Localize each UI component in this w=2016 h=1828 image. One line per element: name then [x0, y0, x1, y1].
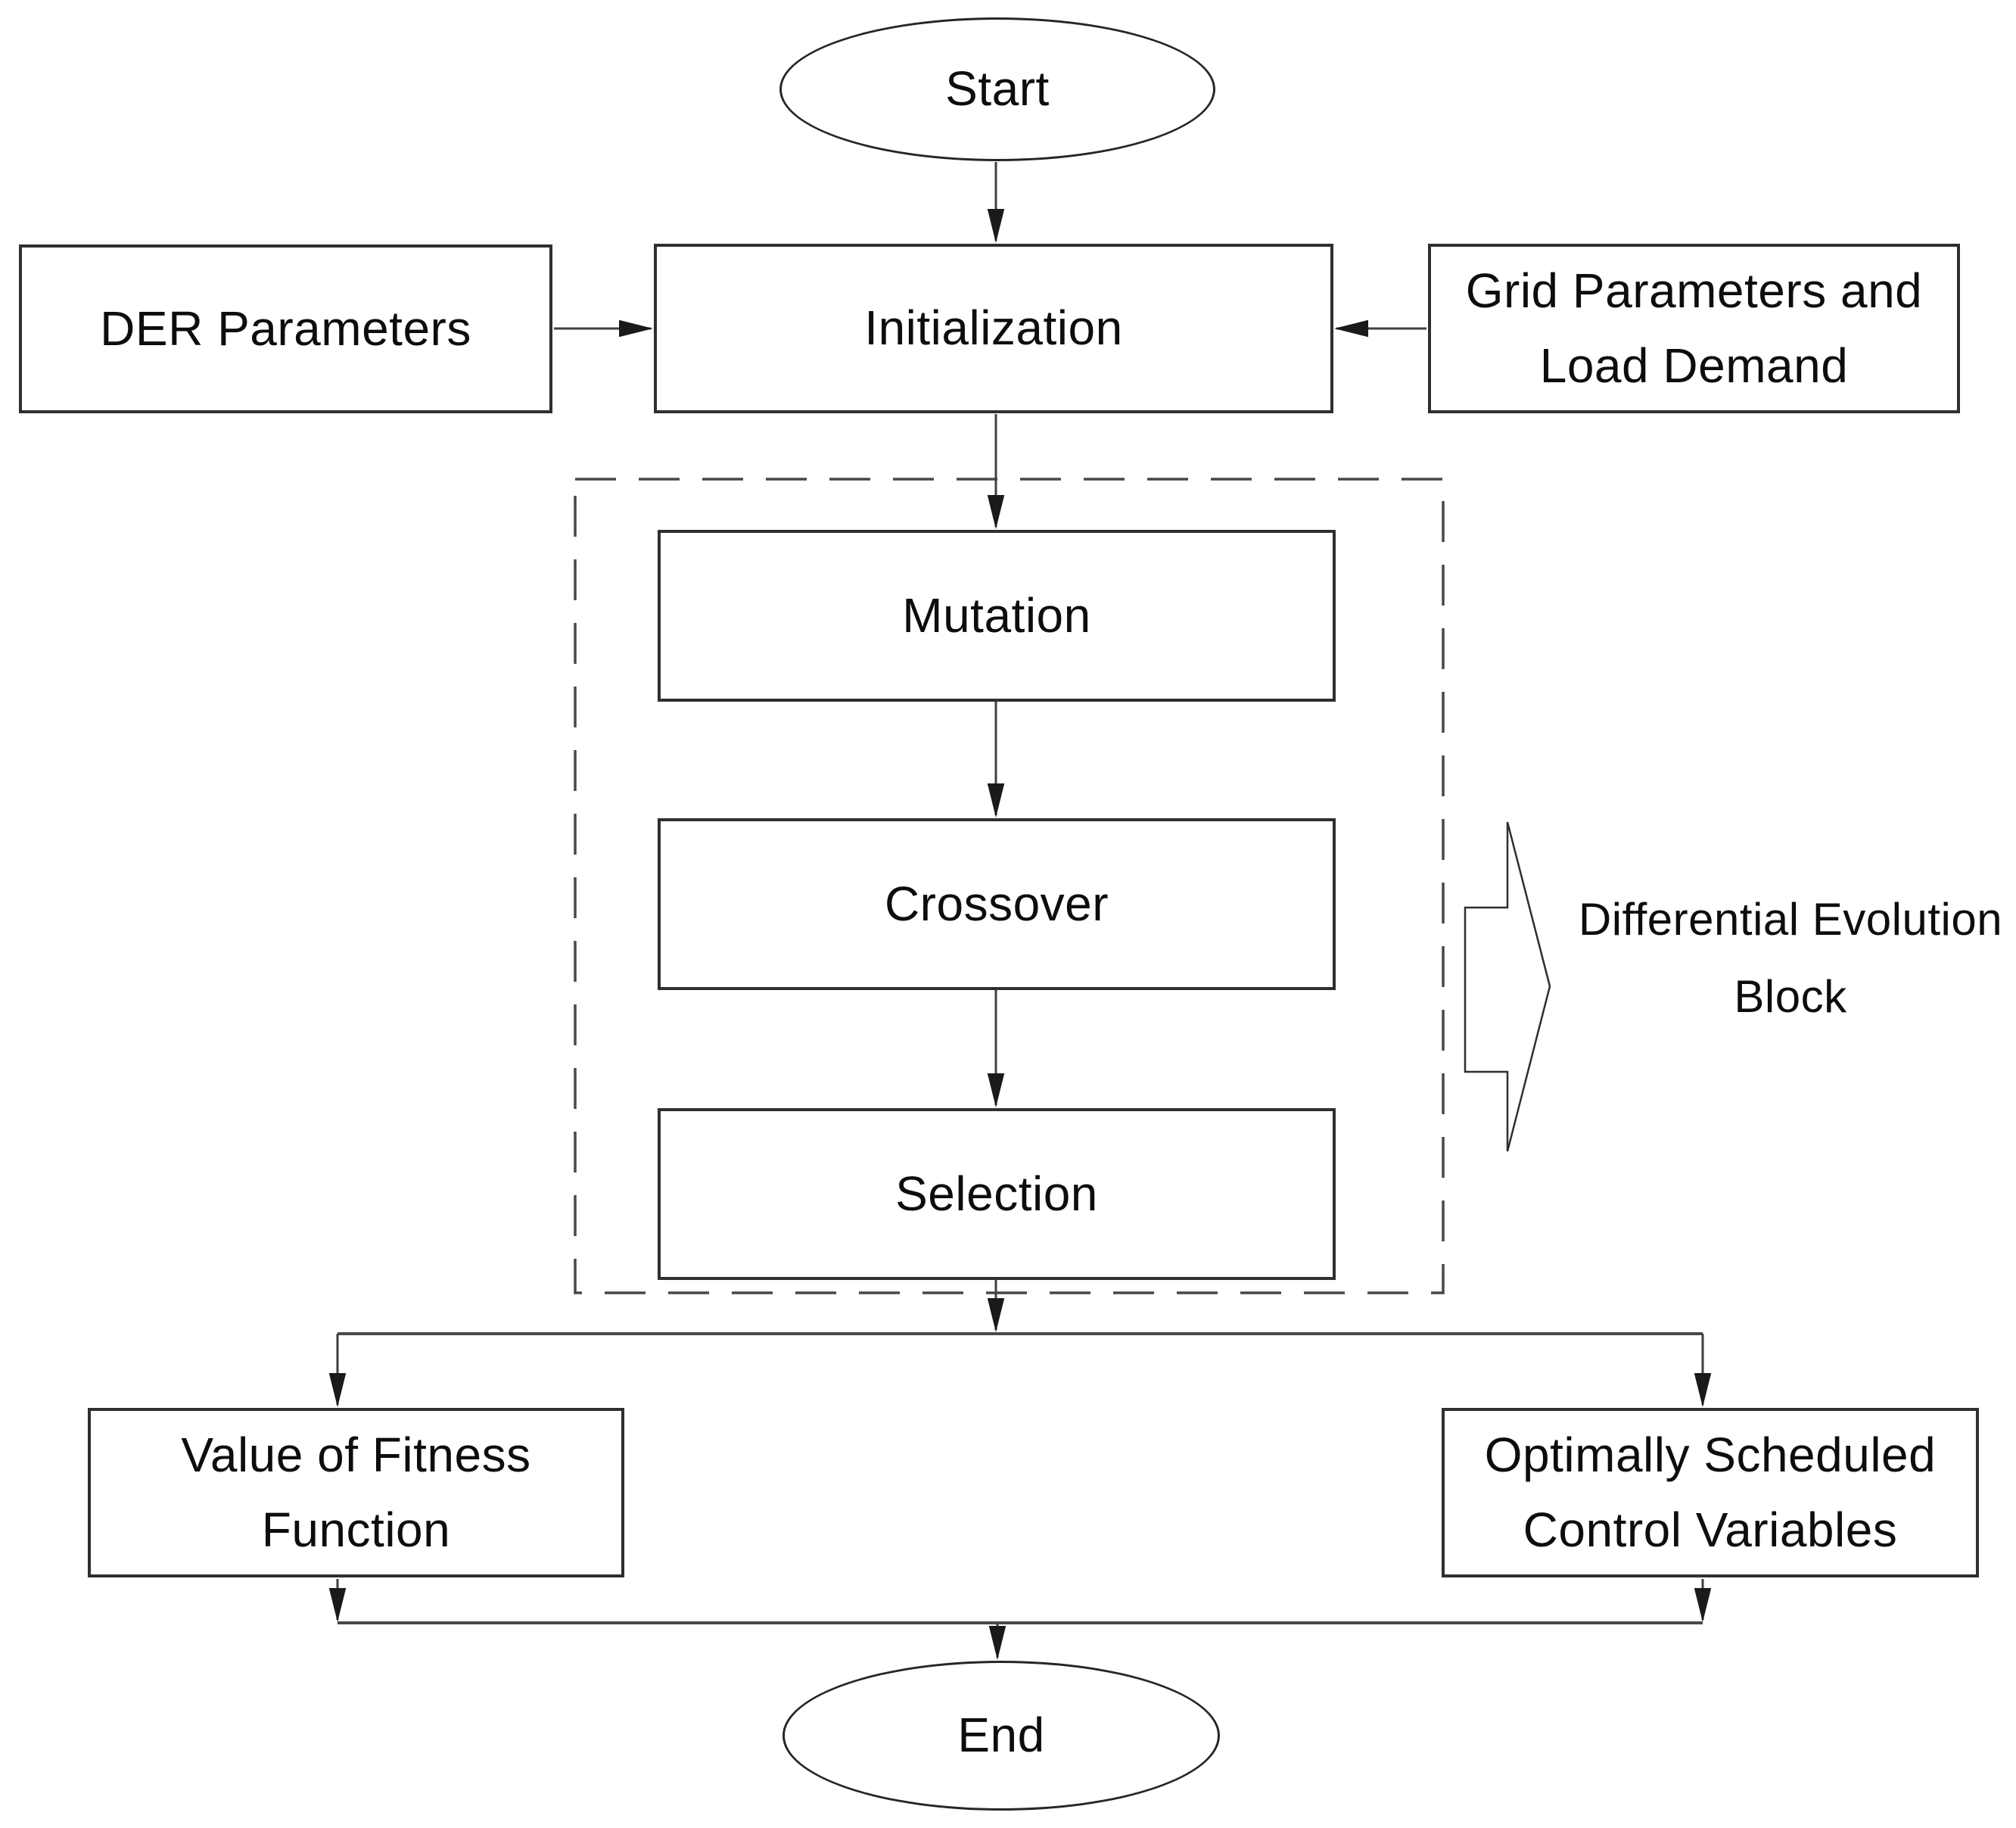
- node-fitness-function-label: Value of Fitness Function: [181, 1427, 531, 1557]
- de-block-annotation: Differential Evolution Block: [1545, 881, 2016, 1035]
- node-selection-label: Selection: [895, 1166, 1098, 1221]
- node-der-parameters-label: DER Parameters: [100, 301, 471, 356]
- node-fitness-function: Value of Fitness Function: [88, 1408, 624, 1577]
- node-end-label: End: [957, 1708, 1045, 1763]
- node-start: Start: [779, 17, 1215, 161]
- node-grid-parameters-label: Grid Parameters and Load Demand: [1465, 263, 1923, 393]
- node-control-variables-label: Optimally Scheduled Control Variables: [1484, 1427, 1937, 1557]
- node-start-label: Start: [945, 61, 1050, 117]
- de-block-annotation-label: Differential Evolution Block: [1578, 894, 2003, 1022]
- node-mutation: Mutation: [658, 530, 1336, 702]
- node-control-variables: Optimally Scheduled Control Variables: [1442, 1408, 1979, 1577]
- node-der-parameters: DER Parameters: [19, 244, 552, 413]
- node-crossover: Crossover: [658, 818, 1336, 990]
- node-initialization: Initialization: [654, 244, 1333, 413]
- node-crossover-label: Crossover: [884, 876, 1109, 931]
- node-grid-parameters: Grid Parameters and Load Demand: [1428, 244, 1960, 413]
- node-mutation-label: Mutation: [902, 587, 1091, 643]
- de-block-pointer-arrow-icon: [1464, 821, 1551, 1152]
- de-block-group-outline: [574, 478, 1445, 1294]
- node-end: End: [782, 1661, 1220, 1811]
- node-selection: Selection: [658, 1108, 1336, 1280]
- node-initialization-label: Initialization: [864, 301, 1123, 356]
